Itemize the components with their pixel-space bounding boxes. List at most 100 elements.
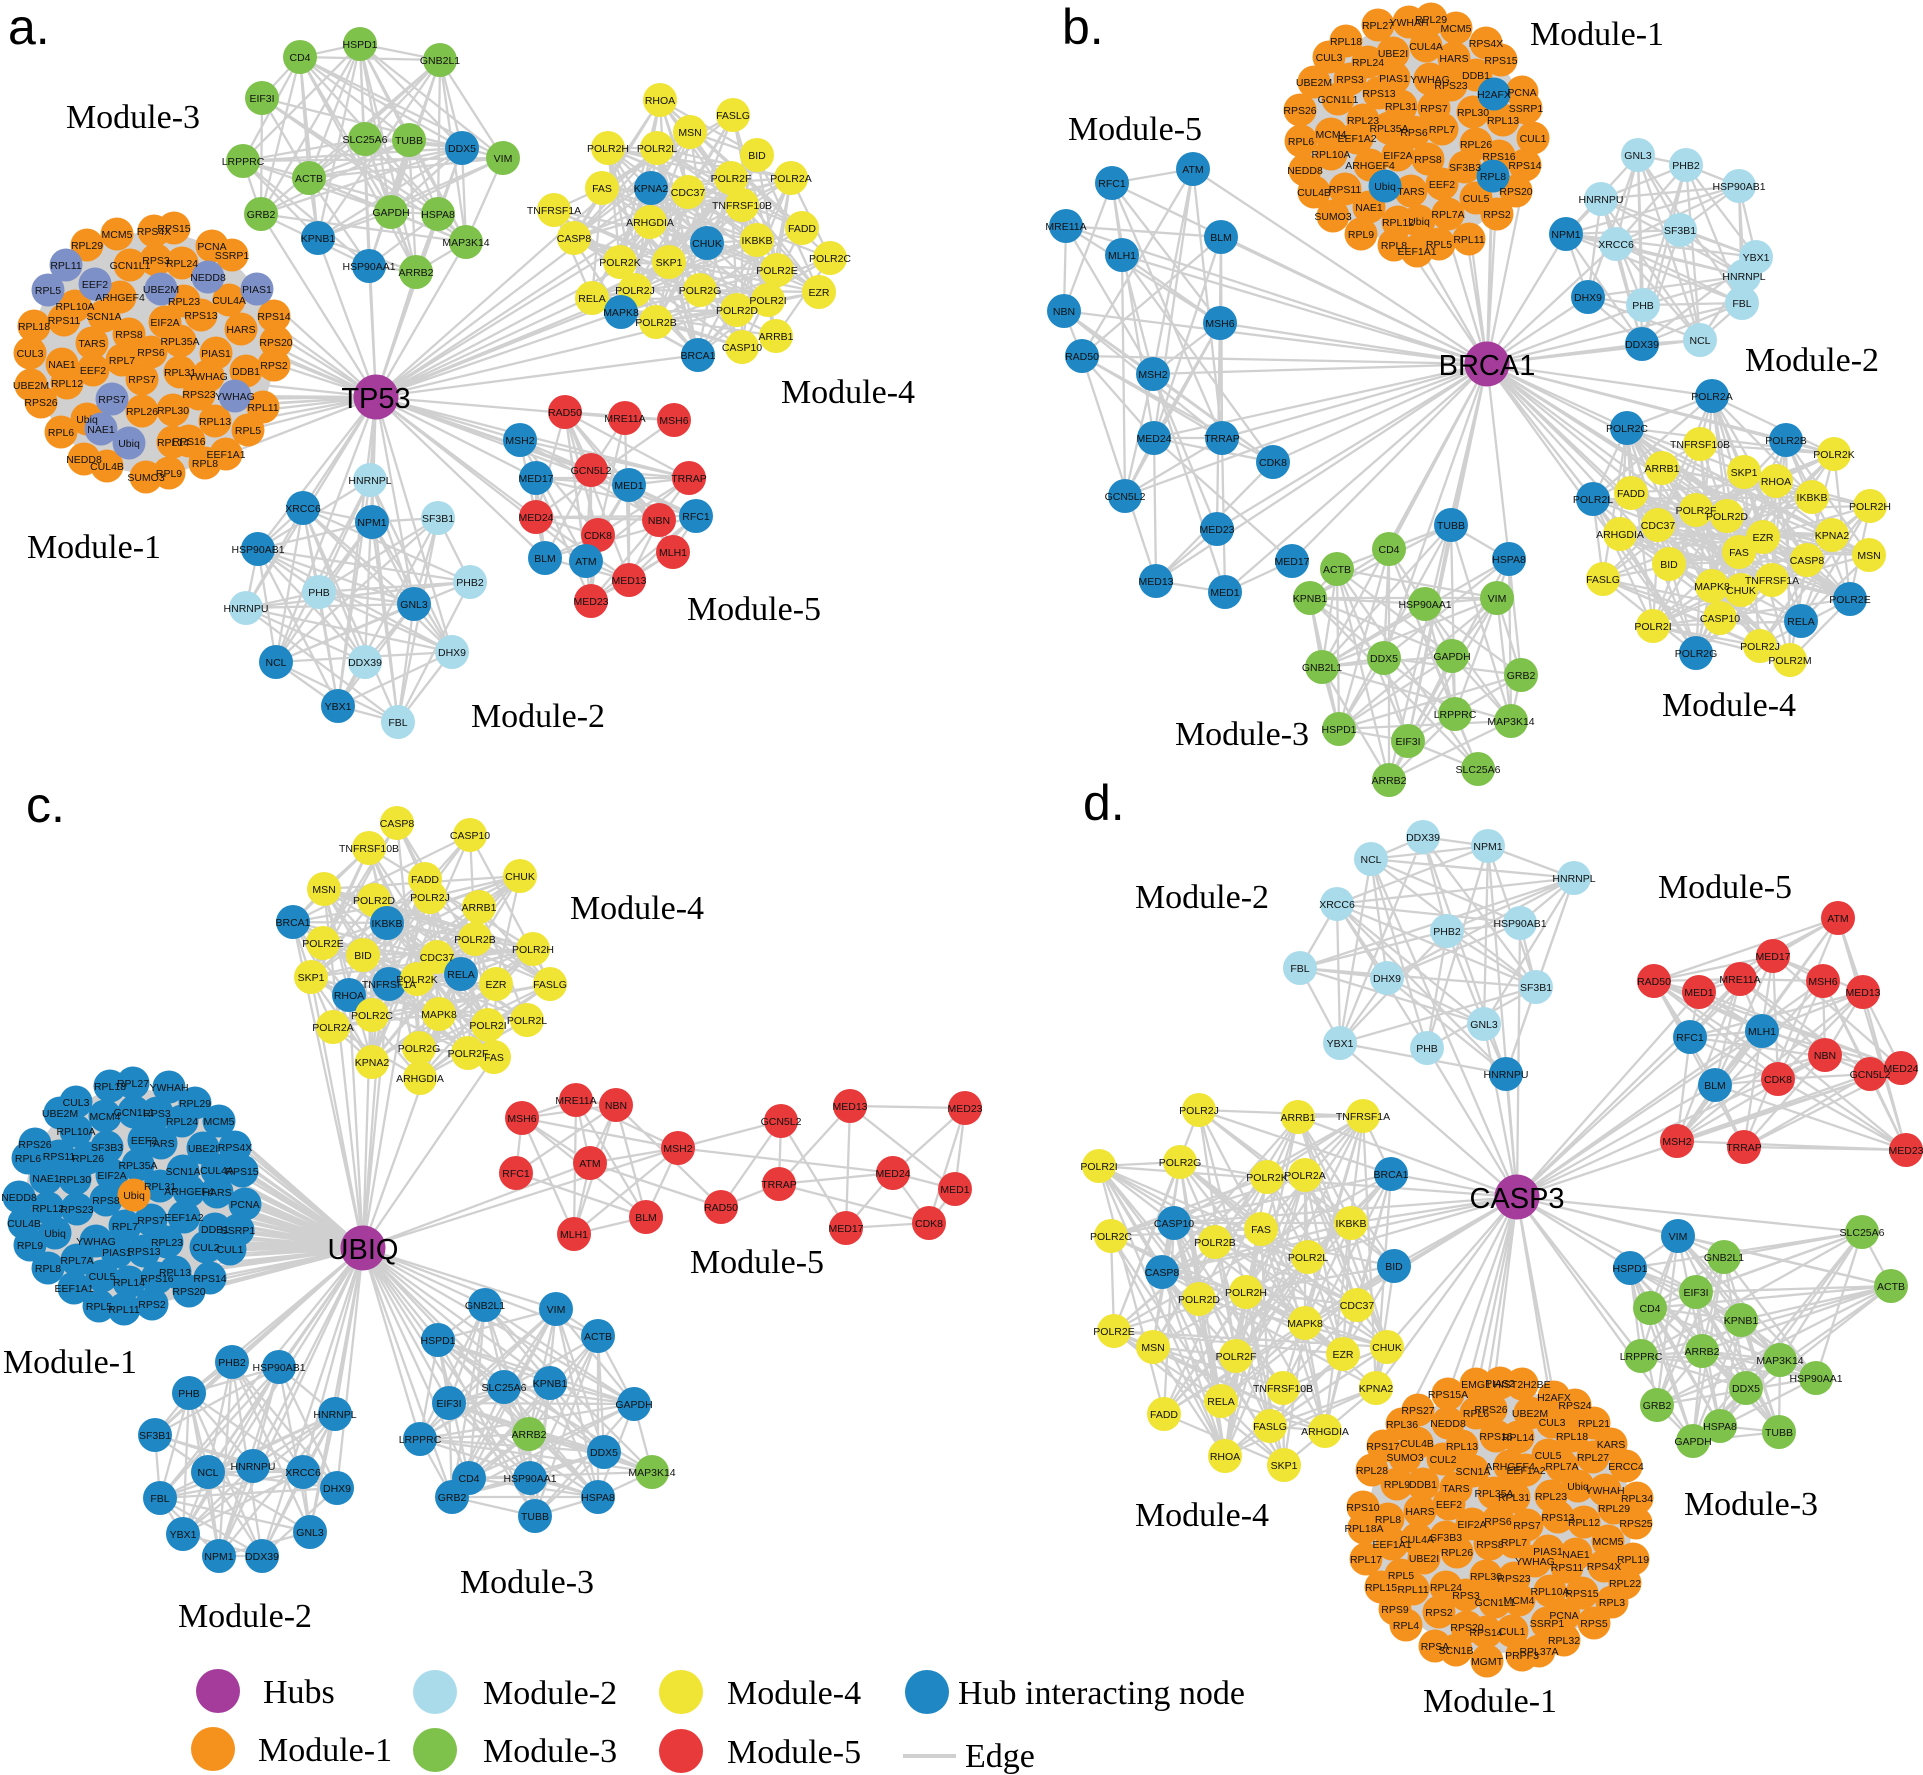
svg-text:RPS24: RPS24 [1558,1400,1591,1412]
svg-text:RPS2: RPS2 [1425,1607,1453,1619]
svg-text:FBL: FBL [1732,298,1751,310]
svg-text:RFC1: RFC1 [1676,1032,1704,1044]
svg-text:TUBB: TUBB [1437,520,1465,532]
svg-text:FBL: FBL [150,1493,169,1505]
svg-text:CUL2: CUL2 [193,1242,220,1254]
svg-text:HNRNPL: HNRNPL [1722,271,1765,283]
svg-text:MED17: MED17 [1755,951,1790,963]
svg-text:RPL29: RPL29 [179,1098,211,1110]
svg-text:RPS8: RPS8 [1476,1539,1504,1551]
svg-text:CASP8: CASP8 [557,233,592,245]
svg-text:RPS23: RPS23 [182,389,215,401]
svg-text:FBL: FBL [1290,963,1309,975]
svg-text:MED17: MED17 [828,1223,863,1235]
svg-text:RPS16: RPS16 [172,436,205,448]
svg-text:FADD: FADD [788,223,816,235]
svg-text:HSPA8: HSPA8 [421,209,455,221]
svg-text:BLM: BLM [534,553,556,565]
svg-text:YWHAG: YWHAG [188,371,228,383]
svg-text:RPL17: RPL17 [1350,1554,1382,1566]
svg-text:FASLG: FASLG [1253,1421,1287,1433]
svg-text:Module-3: Module-3 [1175,716,1309,753]
svg-text:MCM4: MCM4 [90,1111,121,1123]
svg-text:HNRNPU: HNRNPU [231,1461,276,1473]
svg-text:MGMT: MGMT [1471,1656,1504,1668]
svg-text:DDB1: DDB1 [1462,70,1490,82]
svg-text:RPL24: RPL24 [166,258,198,270]
svg-text:RPL9: RPL9 [17,1240,43,1252]
svg-text:RPL35A: RPL35A [1474,1488,1513,1500]
svg-text:RPS4X: RPS4X [218,1142,252,1154]
svg-text:CUL1: CUL1 [1520,133,1547,145]
svg-text:NBN: NBN [648,515,670,527]
svg-text:PHB2: PHB2 [456,577,484,589]
svg-text:EEF1A2: EEF1A2 [1337,133,1376,145]
svg-text:RPL26: RPL26 [1460,139,1492,151]
svg-text:HARS: HARS [1405,1506,1434,1518]
svg-text:MAPK8: MAPK8 [603,307,639,319]
svg-text:GNB2L1: GNB2L1 [1704,1252,1744,1264]
svg-text:BRCA1: BRCA1 [275,917,310,929]
svg-text:RPL12: RPL12 [1382,217,1414,229]
svg-text:RPS20: RPS20 [1450,1622,1483,1634]
svg-text:TNFRSF1A: TNFRSF1A [1336,1111,1390,1123]
svg-text:c.: c. [26,777,65,833]
svg-text:UBE2M: UBE2M [143,284,179,296]
svg-text:GRB2: GRB2 [1643,1400,1672,1412]
svg-text:POLR2I: POLR2I [1634,621,1671,633]
svg-text:RPL31: RPL31 [1498,1492,1530,1504]
svg-text:RPL13: RPL13 [1487,115,1519,127]
svg-text:HARS: HARS [1439,53,1468,65]
svg-text:CD4: CD4 [1378,544,1399,556]
svg-text:CHUK: CHUK [692,238,722,250]
svg-text:MAPK8: MAPK8 [1694,581,1730,593]
svg-text:RPL9: RPL9 [1348,229,1374,241]
svg-text:YBX1: YBX1 [1743,252,1770,264]
svg-text:Module-5: Module-5 [690,1244,824,1281]
svg-text:POLR2D: POLR2D [1178,1294,1220,1306]
svg-text:CUL3: CUL3 [1316,52,1343,64]
svg-text:Module-3: Module-3 [66,99,200,136]
svg-text:BRCA1: BRCA1 [680,350,715,362]
svg-text:RPL7: RPL7 [109,355,135,367]
svg-text:HARS: HARS [226,324,255,336]
svg-text:RFC1: RFC1 [682,511,710,523]
svg-text:KPNB1: KPNB1 [1293,593,1328,605]
svg-text:MSH2: MSH2 [663,1143,692,1155]
svg-text:MSH2: MSH2 [505,435,534,447]
svg-text:POLR2K: POLR2K [396,974,437,986]
svg-text:MSH6: MSH6 [659,415,688,427]
svg-text:SUMO3: SUMO3 [1314,211,1352,223]
svg-text:NAE1: NAE1 [1355,202,1383,214]
svg-text:ARRB1: ARRB1 [1644,463,1679,475]
svg-text:GCN1L1: GCN1L1 [1475,1597,1516,1609]
svg-text:GCN1L1: GCN1L1 [110,260,151,272]
svg-text:Ubiq: Ubiq [1567,1481,1589,1493]
svg-text:RPL13: RPL13 [159,1267,191,1279]
svg-text:RPL31: RPL31 [1385,101,1417,113]
svg-text:YWHAH: YWHAH [1585,1485,1624,1497]
svg-text:RPL36: RPL36 [1386,1419,1418,1431]
svg-text:UBE2M: UBE2M [1296,77,1332,89]
svg-text:Ubiq: Ubiq [123,1190,145,1202]
svg-text:RPL30: RPL30 [1457,107,1489,119]
svg-text:Module-2: Module-2 [1135,879,1269,916]
svg-text:PIAS1: PIAS1 [102,1247,132,1259]
svg-text:RPL11: RPL11 [1397,1584,1428,1596]
svg-text:XRCC6: XRCC6 [285,1467,321,1479]
svg-text:SLC25A6: SLC25A6 [1840,1227,1885,1239]
svg-text:Module-3: Module-3 [460,1564,594,1601]
svg-text:RPL23: RPL23 [151,1237,183,1249]
svg-text:RPS11: RPS11 [1329,184,1362,196]
svg-text:CUL4B: CUL4B [7,1218,41,1230]
svg-text:RPL10A: RPL10A [1530,1586,1569,1598]
svg-text:POLR2A: POLR2A [1284,1170,1325,1182]
svg-text:FASLG: FASLG [1586,574,1620,586]
svg-text:DDB1: DDB1 [232,366,260,378]
svg-text:PIAS1: PIAS1 [1379,73,1409,85]
svg-text:RPL4: RPL4 [1393,1620,1419,1632]
svg-text:EIF2A: EIF2A [1457,1519,1486,1531]
svg-text:GAPDH: GAPDH [1433,651,1470,663]
svg-text:YWHAH: YWHAH [1389,17,1428,29]
svg-text:SKP1: SKP1 [656,257,683,269]
